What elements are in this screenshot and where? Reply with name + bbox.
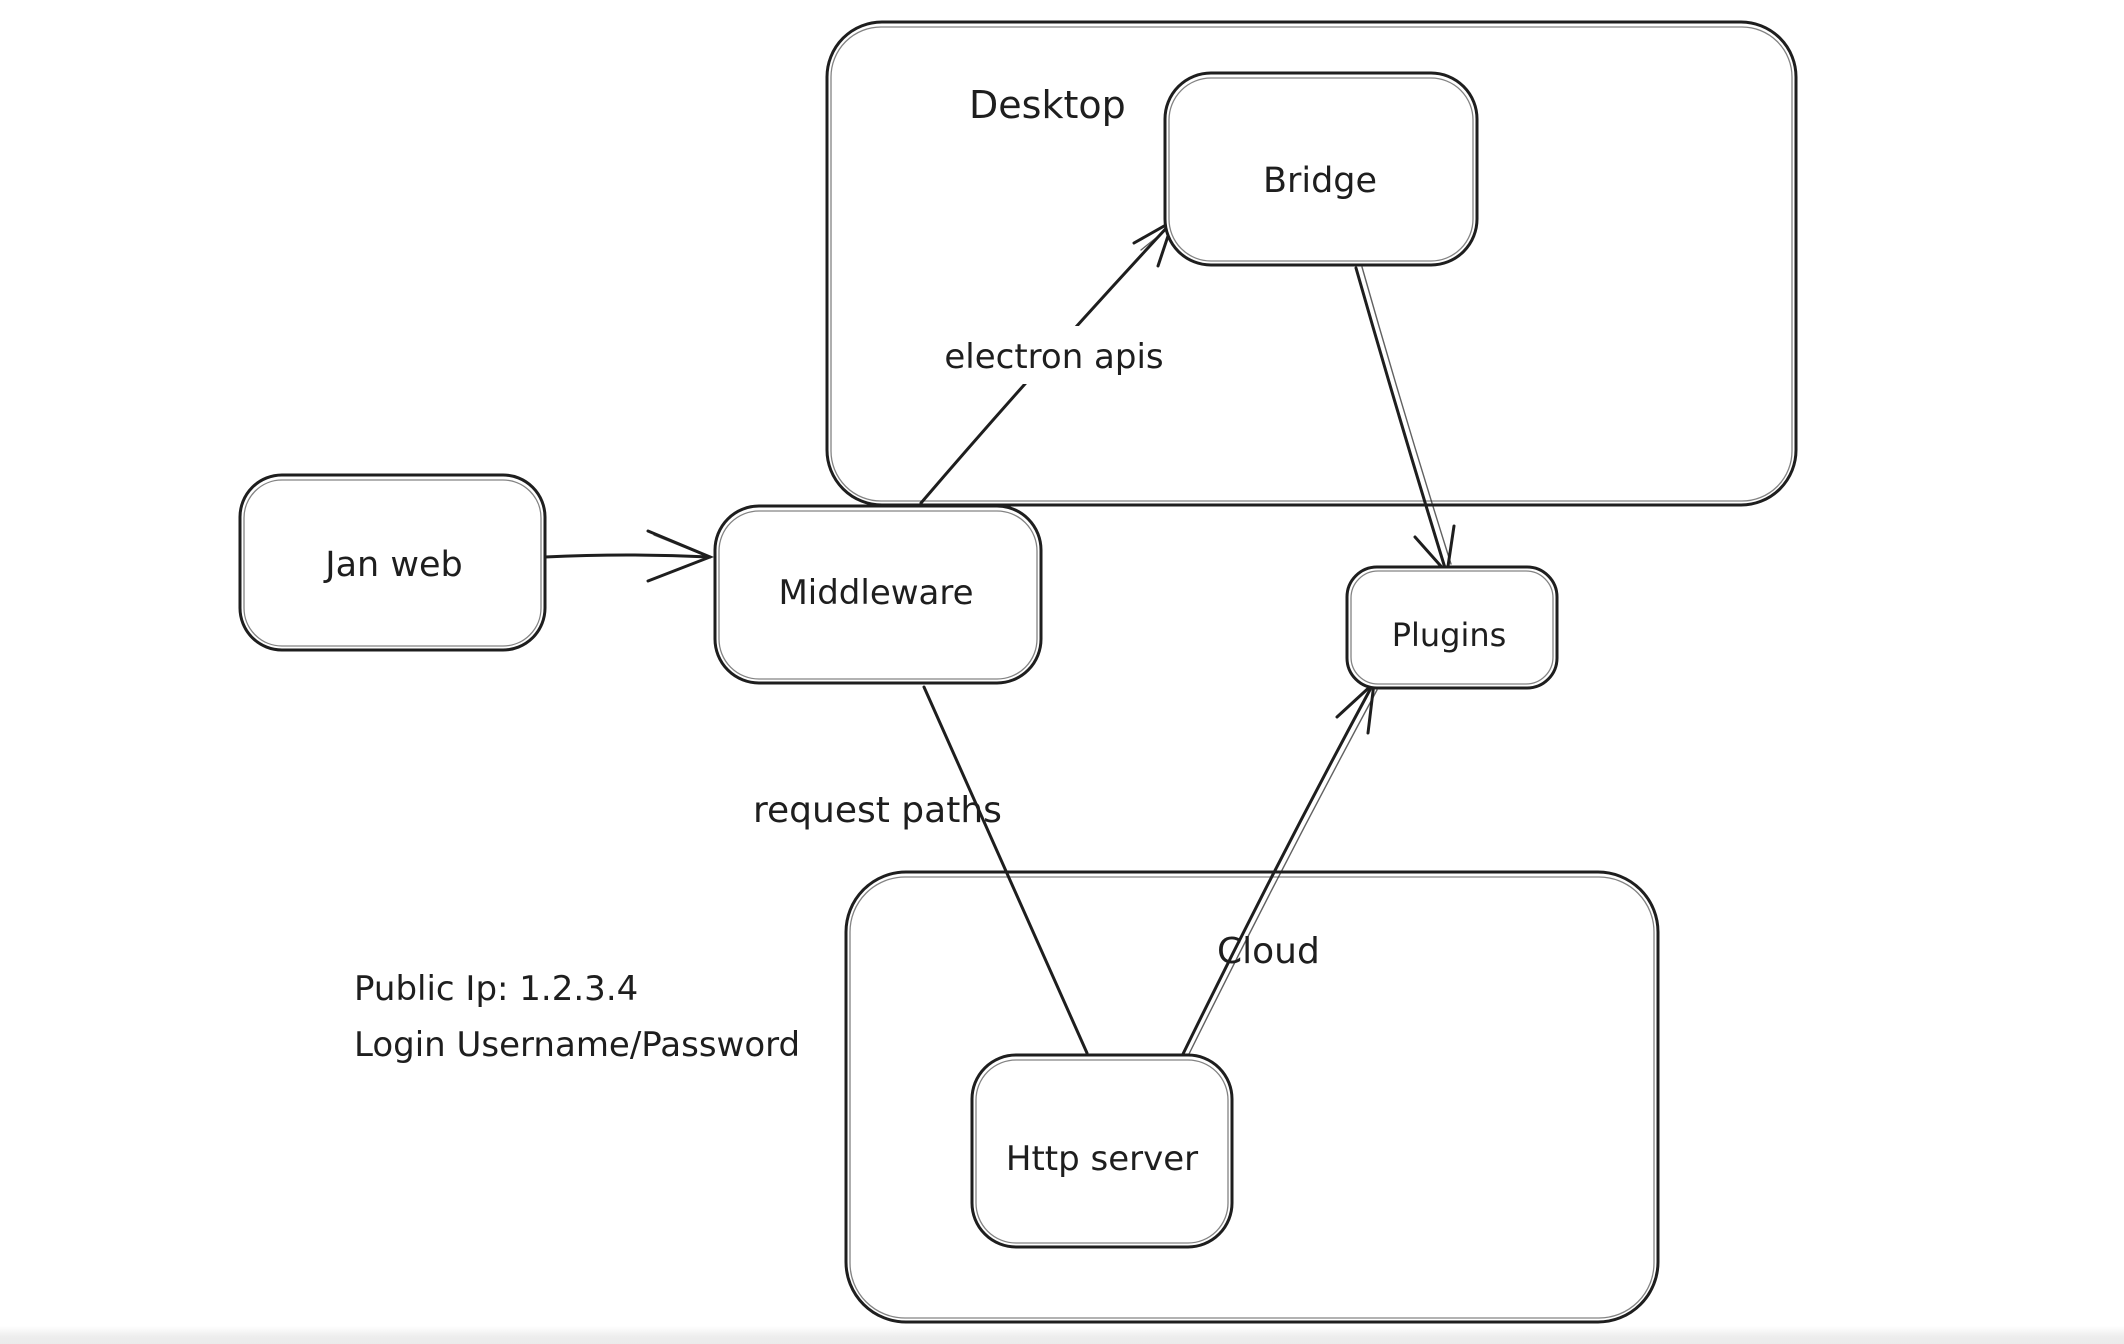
- arrow-bridge-to-plugins-sketch: [1361, 266, 1452, 565]
- node-middleware[interactable]: [713, 504, 1043, 685]
- arrow-janweb-to-middleware-arrowhead[interactable]: [646, 529, 715, 583]
- arrow-janweb-to-middleware[interactable]: [543, 553, 712, 559]
- node-middleware-label[interactable]: Middleware: [778, 573, 973, 613]
- arrow-middleware-to-httpserver-group: [922, 685, 1089, 1055]
- node-jan-web[interactable]: [238, 473, 547, 652]
- annotation-public-ip[interactable]: Public Ip: 1.2.3.4: [354, 969, 638, 1009]
- node-bridge-group: Bridge: [1163, 71, 1479, 267]
- node-jan-web-label[interactable]: Jan web: [323, 545, 462, 585]
- container-desktop-label[interactable]: Desktop: [969, 83, 1126, 127]
- arrow-bridge-to-plugins[interactable]: [1354, 266, 1447, 570]
- edge-label-electron-apis-group: electron apis: [920, 326, 1188, 384]
- edge-label-electron-apis-bg: [920, 326, 1188, 384]
- node-plugins[interactable]: [1345, 565, 1559, 690]
- page-bottom-fade: [0, 1326, 2124, 1344]
- node-middleware-group: Middleware: [713, 504, 1043, 685]
- node-bridge-sketch: [1168, 77, 1474, 262]
- annotation-login[interactable]: Login Username/Password: [354, 1025, 800, 1065]
- node-http-server-group: Http server: [970, 1053, 1234, 1249]
- arrow-janweb-to-middleware-arrowhead-sketch: [653, 534, 707, 557]
- node-http-server-sketch: [975, 1059, 1229, 1244]
- arrow-httpserver-to-plugins[interactable]: [1181, 684, 1374, 1056]
- arrow-janweb-to-middleware-group: [543, 529, 715, 583]
- node-plugins-sketch: [1350, 570, 1554, 685]
- arrow-httpserver-to-plugins-sketch: [1187, 689, 1378, 1057]
- node-http-server[interactable]: [970, 1053, 1234, 1249]
- edge-label-request-paths[interactable]: request paths: [753, 790, 1002, 831]
- node-jan-web-sketch: [243, 479, 542, 647]
- container-desktop-sketch: [830, 26, 1793, 502]
- node-plugins-label[interactable]: Plugins: [1392, 616, 1507, 654]
- node-middleware-sketch: [718, 510, 1038, 680]
- container-cloud-label[interactable]: Cloud: [1217, 931, 1320, 972]
- container-cloud-sketch: [849, 876, 1655, 1319]
- edge-label-electron-apis[interactable]: electron apis: [944, 337, 1163, 377]
- node-bridge-label[interactable]: Bridge: [1263, 161, 1377, 201]
- node-jan-web-group: Jan web: [238, 473, 547, 652]
- arrow-middleware-to-httpserver[interactable]: [922, 685, 1089, 1055]
- node-http-server-label[interactable]: Http server: [1006, 1139, 1198, 1179]
- annotation-group: Public Ip: 1.2.3.4 Login Username/Passwo…: [354, 969, 800, 1065]
- node-plugins-group: Plugins: [1345, 565, 1559, 690]
- node-bridge[interactable]: [1163, 71, 1479, 267]
